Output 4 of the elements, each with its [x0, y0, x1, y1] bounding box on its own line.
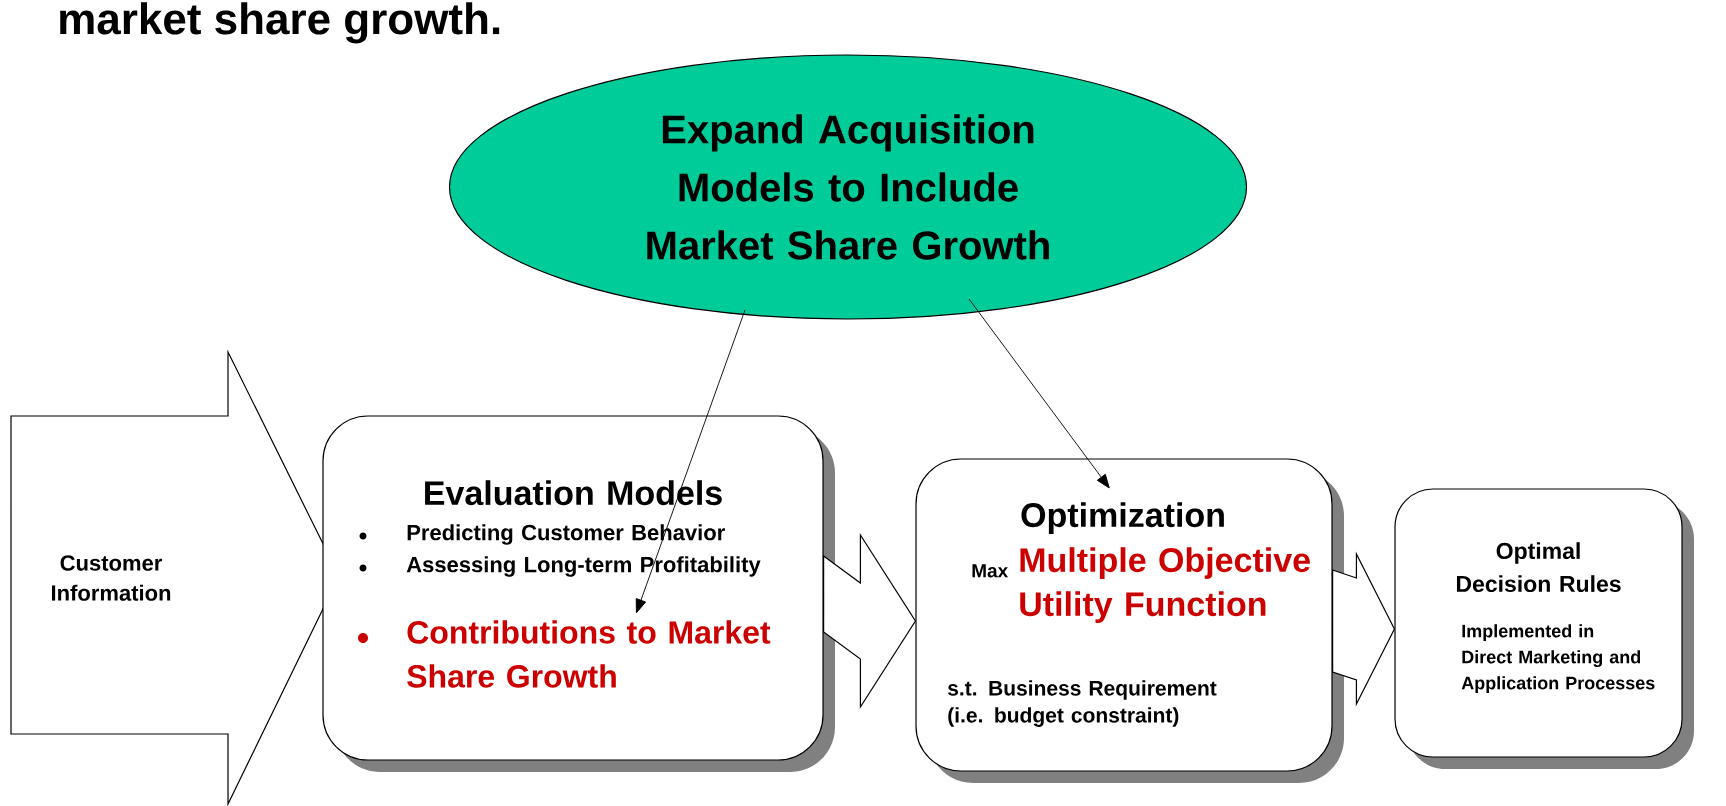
arrow [968, 298, 1110, 489]
heading-text: market share growth. [60, 2, 500, 44]
block-arrow [823, 532, 917, 710]
block-arrow [1332, 551, 1396, 707]
